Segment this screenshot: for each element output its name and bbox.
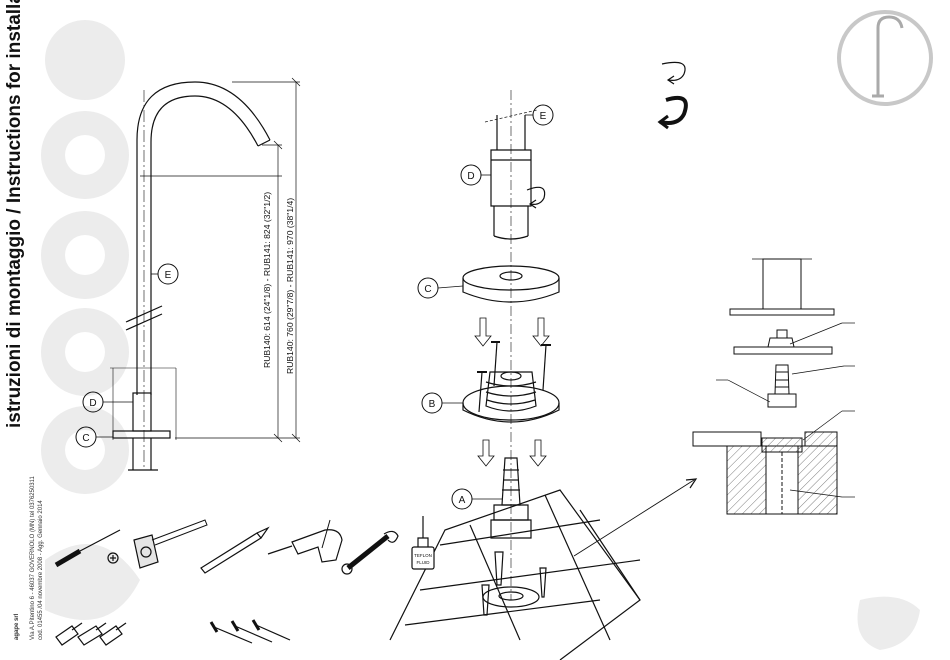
document-code: cod. 01455 /04 novembre 2008 - Agg. Genn… bbox=[38, 500, 44, 640]
fluid-label: FLUID bbox=[416, 560, 430, 565]
brand-watermark bbox=[41, 20, 920, 650]
section-detail bbox=[693, 259, 855, 514]
company-name-text: agape srl bbox=[14, 614, 20, 640]
part-label-e: E bbox=[540, 111, 547, 122]
company-name: agape srl bbox=[14, 614, 20, 640]
wall-plugs-icon bbox=[56, 623, 126, 645]
part-label-b: B bbox=[429, 399, 436, 410]
part-label-a: A bbox=[459, 495, 466, 506]
part-label-d-side: D bbox=[89, 398, 96, 409]
dimension-line-1: RUB140: 614 (24"1/8) - RUB141: 824 (32"1… bbox=[262, 192, 272, 368]
exploded-assembly bbox=[390, 90, 696, 660]
dimension-line-2: RUB140: 760 (29"7/8) - RUB141: 970 (38"1… bbox=[285, 198, 295, 374]
part-label-c-side: C bbox=[82, 433, 89, 444]
wrench-icon bbox=[342, 531, 398, 574]
teflon-label: TEFLON bbox=[414, 553, 432, 558]
company-address: Via A.Pitentino 6 - 46037 GOVERNOLO (MN)… bbox=[30, 476, 36, 640]
part-label-e-side: E bbox=[165, 270, 172, 281]
drill-icon bbox=[268, 520, 342, 562]
part-label-c: C bbox=[424, 284, 431, 295]
product-badge-icon bbox=[839, 12, 931, 104]
page-title: istruzioni di montaggio / Instructions f… bbox=[4, 0, 26, 428]
part-label-d: D bbox=[467, 171, 474, 182]
screws-icon bbox=[211, 620, 290, 643]
pencil-icon bbox=[201, 528, 268, 573]
rotation-icons bbox=[660, 62, 686, 128]
tape-measure-icon bbox=[134, 520, 207, 568]
